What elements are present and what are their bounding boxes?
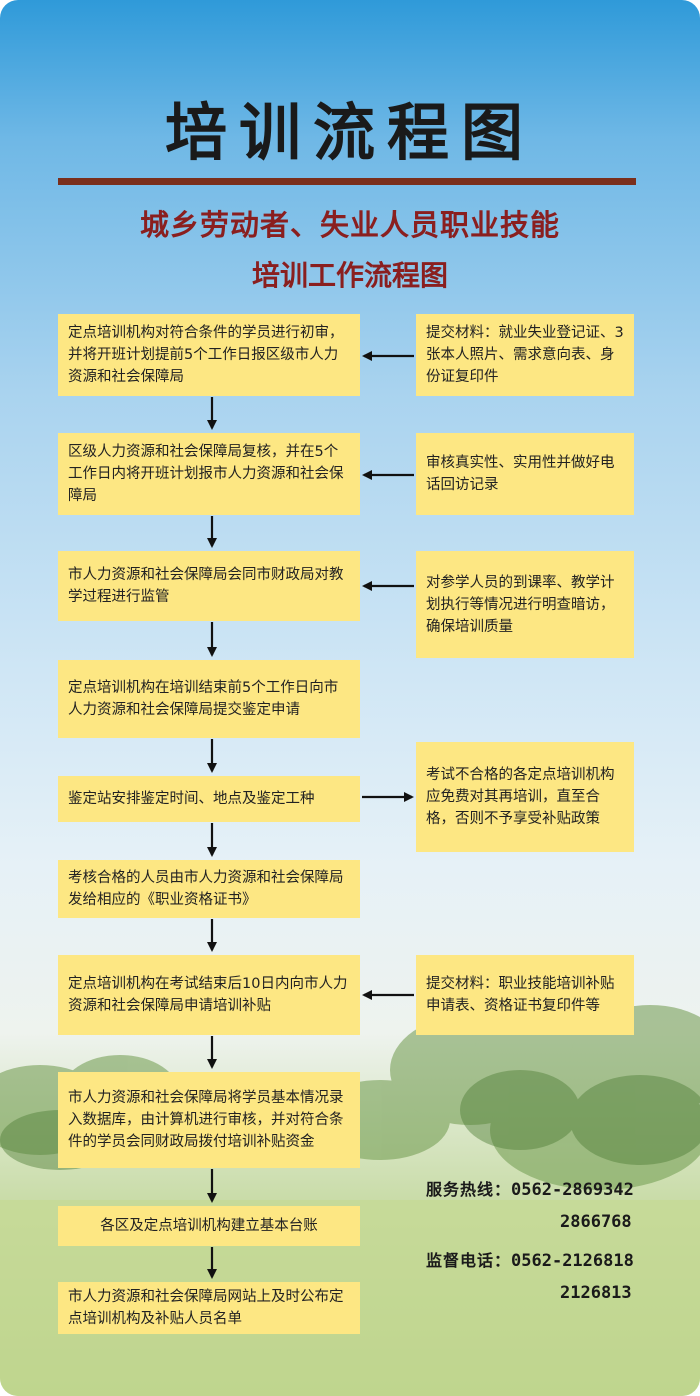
supervision-phone-label: 监督电话： xyxy=(426,1251,512,1270)
service-hotline-number-2: 2866768 xyxy=(560,1212,632,1232)
supervision-phone-number-2: 2126813 xyxy=(560,1283,632,1303)
service-hotline-label: 服务热线： xyxy=(426,1180,512,1199)
side-note-2: 审核真实性、实用性并做好电话回访记录 xyxy=(416,433,634,515)
page-title: 培训流程图 xyxy=(164,96,535,169)
supervision-phone-number-1: 0562-2126818 xyxy=(511,1251,634,1271)
subtitle-line-2: 培训工作流程图 xyxy=(251,259,448,292)
flow-step-1: 定点培训机构对符合条件的学员进行初审，并将开班计划提前5个工作日报区级市人力资源… xyxy=(58,314,360,396)
side-note-3: 对参学人员的到课率、教学计划执行等情况进行明查暗访，确保培训质量 xyxy=(416,551,634,658)
side-note-1: 提交材料：就业失业登记证、3张本人照片、需求意向表、身份证复印件 xyxy=(416,314,634,396)
service-hotline-number-1: 0562-2869342 xyxy=(511,1180,634,1200)
flow-step-7: 定点培训机构在考试结束后10日内向市人力资源和社会保障局申请培训补贴 xyxy=(58,955,360,1035)
service-hotline: 服务热线：0562-2869342 xyxy=(426,1176,634,1200)
side-note-5: 提交材料：职业技能培训补贴申请表、资格证书复印件等 xyxy=(416,955,634,1035)
flow-step-3: 市人力资源和社会保障局会同市财政局对教学过程进行监管 xyxy=(58,551,360,621)
flow-step-10: 市人力资源和社会保障局网站上及时公布定点培训机构及补贴人员名单 xyxy=(58,1282,360,1334)
side-note-4: 考试不合格的各定点培训机构应免费对其再培训，直至合格，否则不予享受补贴政策 xyxy=(416,742,634,852)
flow-step-8: 市人力资源和社会保障局将学员基本情况录入数据库，由计算机进行审核，并对符合条件的… xyxy=(58,1072,360,1168)
flow-step-5: 鉴定站安排鉴定时间、地点及鉴定工种 xyxy=(58,776,360,822)
title-divider xyxy=(58,178,636,185)
flow-step-4: 定点培训机构在培训结束前5个工作日向市人力资源和社会保障局提交鉴定申请 xyxy=(58,660,360,738)
flow-step-9: 各区及定点培训机构建立基本台账 xyxy=(58,1206,360,1246)
subtitle-line-1: 城乡劳动者、失业人员职业技能 xyxy=(139,208,560,242)
service-hotline-2: 2866768 xyxy=(560,1212,632,1232)
flow-step-2: 区级人力资源和社会保障局复核，并在5个工作日内将开班计划报市人力资源和社会保障局 xyxy=(58,433,360,515)
flow-step-6: 考核合格的人员由市人力资源和社会保障局发给相应的《职业资格证书》 xyxy=(58,860,360,918)
supervision-phone-2: 2126813 xyxy=(560,1283,632,1303)
supervision-phone: 监督电话：0562-2126818 xyxy=(426,1247,634,1271)
